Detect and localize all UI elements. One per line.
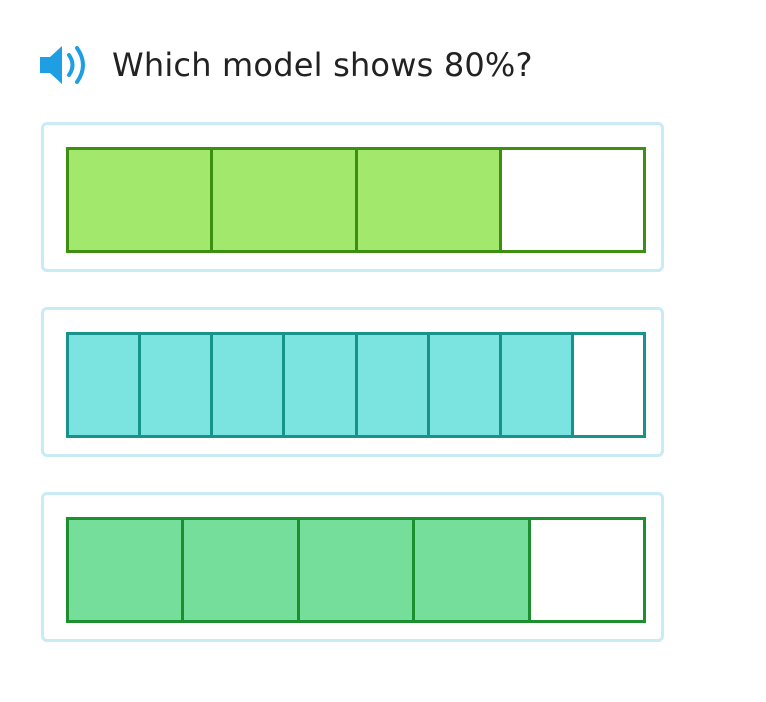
- fraction-bar-model: [66, 332, 646, 438]
- answer-option-3[interactable]: [41, 492, 664, 642]
- shaded-part: [357, 150, 502, 250]
- shaded-part: [69, 520, 185, 620]
- shaded-part: [184, 520, 300, 620]
- shaded-part: [415, 520, 531, 620]
- shaded-part: [141, 335, 214, 435]
- shaded-part: [501, 335, 574, 435]
- speaker-icon[interactable]: [38, 42, 90, 88]
- fraction-bar-model: [66, 147, 646, 253]
- question-text: Which model shows 80%?: [112, 46, 533, 84]
- shaded-part: [357, 335, 430, 435]
- shaded-part: [69, 335, 142, 435]
- speaker-body: [40, 46, 62, 84]
- unshaded-part: [501, 150, 643, 250]
- answer-option-1[interactable]: [41, 122, 664, 272]
- unshaded-part: [530, 520, 644, 620]
- sound-wave-large: [75, 46, 85, 84]
- fraction-bar-model: [66, 517, 646, 623]
- shaded-part: [213, 335, 286, 435]
- shaded-part: [213, 150, 358, 250]
- shaded-part: [429, 335, 502, 435]
- answer-option-2[interactable]: [41, 307, 664, 457]
- unshaded-part: [573, 335, 643, 435]
- shaded-part: [285, 335, 358, 435]
- shaded-part: [299, 520, 416, 620]
- sound-wave-small: [67, 53, 75, 77]
- shaded-part: [69, 150, 214, 250]
- question-header: Which model shows 80%?: [38, 38, 533, 92]
